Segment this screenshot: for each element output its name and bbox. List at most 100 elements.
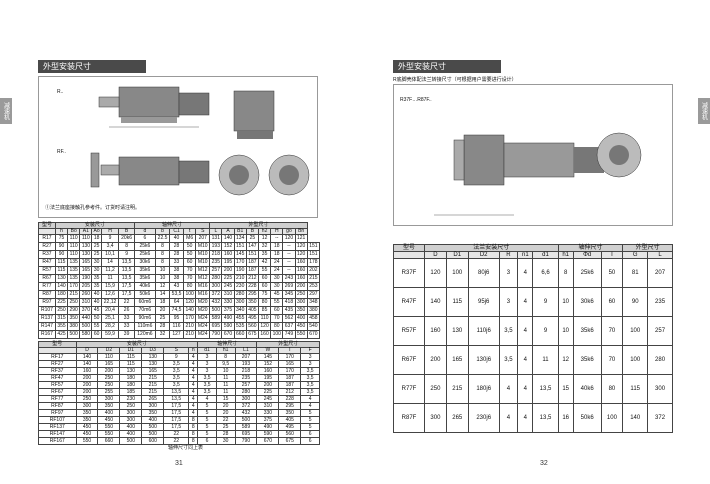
table-cell: 210 (183, 330, 197, 339)
table-cell: 235 (647, 287, 673, 317)
table-cell: R77 (38, 282, 56, 291)
table-cell: 60 (183, 258, 197, 267)
table-cell: 290 (67, 306, 81, 315)
table-cell: R97 (38, 298, 56, 307)
table-cell: M20 (195, 306, 211, 315)
table-cell: 43 (169, 282, 185, 291)
table-cell: 33 (118, 322, 135, 331)
table-cell: 30 (270, 274, 284, 283)
table-cell: 80j6 (467, 258, 500, 288)
table-cell: 140 (75, 353, 99, 361)
table-cell: 120 (294, 242, 308, 251)
section-title: 外型安装尺寸 (393, 60, 501, 73)
table-cell: M24 (195, 322, 211, 331)
table-cell: 130 (445, 316, 469, 346)
table-cell: 225 (54, 298, 69, 307)
table-cell: 10,1 (100, 250, 120, 259)
table-cell: 115 (54, 266, 69, 275)
table-cell: 3,5 (163, 374, 190, 382)
table-cell: 210 (183, 322, 197, 331)
table-cell: 4 (188, 402, 199, 410)
table-cell: I (600, 251, 624, 259)
table-cell: 250 (294, 290, 308, 299)
table-cell: R37 (38, 250, 56, 259)
table-cell: 140 (424, 287, 447, 317)
table-cell: 35 (91, 282, 102, 291)
table-cell (392, 251, 426, 259)
table-cell: h1 (557, 251, 574, 259)
table-cell: 110m6 (133, 322, 157, 331)
table-cell: 160 (221, 250, 235, 259)
table-cell: 180 (119, 381, 143, 389)
table-group-header: 型号法兰安装尺寸轴伸尺寸外型尺寸 (392, 244, 673, 252)
table-cell: 140 (183, 306, 197, 315)
table-cell: 81 (622, 258, 649, 288)
table-cell: 45 (270, 290, 284, 299)
table-cell: 5 (197, 423, 217, 431)
table-cell: 257 (647, 316, 673, 346)
table-cell: 50 (183, 250, 197, 259)
table-cell: 432 (234, 409, 258, 417)
table-cell: 16 (557, 403, 574, 433)
table-cell: 120 (257, 322, 272, 331)
table-cell: 11 (532, 345, 559, 375)
table-cell: 42 (257, 258, 272, 267)
table-cell: 25 (215, 423, 236, 431)
table-cell: 160 (294, 266, 308, 275)
table-cell: 8 (155, 250, 171, 259)
table-cell: 180 (119, 374, 143, 382)
table-cell: 660 (233, 330, 247, 339)
table-cell: 11 (215, 374, 236, 382)
label-r: R.. (57, 89, 64, 95)
table-cell: 202 (306, 266, 321, 275)
table-cell: 25 (155, 314, 171, 323)
table-cell: 90 (622, 287, 649, 317)
table-cell: 400 (119, 430, 143, 438)
table-cell: 121 (294, 234, 308, 243)
table-cell: 11 (100, 274, 120, 283)
table-cell: 12 (257, 234, 272, 243)
table-cell: 3,5 (163, 381, 190, 389)
table-cell: 60m6 (133, 298, 157, 307)
table-cell: 9 (532, 316, 559, 346)
table-cell: 372 (234, 402, 258, 410)
table-cell: 3,4 (100, 242, 120, 251)
table-cell: 22,12 (100, 298, 120, 307)
table-cell: 100 (622, 316, 649, 346)
drawing-note: ①法兰底座接触孔参考件。订货时请注明。 (45, 205, 141, 211)
table-cell: 110 (97, 353, 121, 361)
table-cell: 116 (169, 322, 185, 331)
table-cell: 134 (233, 234, 247, 243)
side-tab: 减速机 (0, 98, 12, 124)
table-cell: 372 (647, 403, 673, 433)
table-cell: 70 (183, 274, 197, 283)
table-cell: R67 (38, 274, 56, 283)
table-cell: 225 (256, 388, 280, 396)
table-cell: 5 (300, 409, 320, 417)
table-cell: 250 (97, 374, 121, 382)
table-cell: RF47 (38, 374, 77, 382)
table-cell: 5 (197, 416, 217, 424)
table-cell: 193 (234, 360, 258, 368)
table-cell: 8 (188, 423, 199, 431)
table-cell: 500 (119, 437, 143, 445)
table-cell: 310 (79, 298, 93, 307)
table-cell: 28,2 (100, 322, 120, 331)
table-cell: 80 (257, 298, 272, 307)
table-cell: 257 (209, 266, 223, 275)
table-cell: 4 (517, 316, 534, 346)
table-cell: 280 (233, 290, 247, 299)
table-cell: 15 (557, 374, 574, 404)
table-cell: 440 (79, 314, 93, 323)
table-cell: 230 (119, 395, 143, 403)
